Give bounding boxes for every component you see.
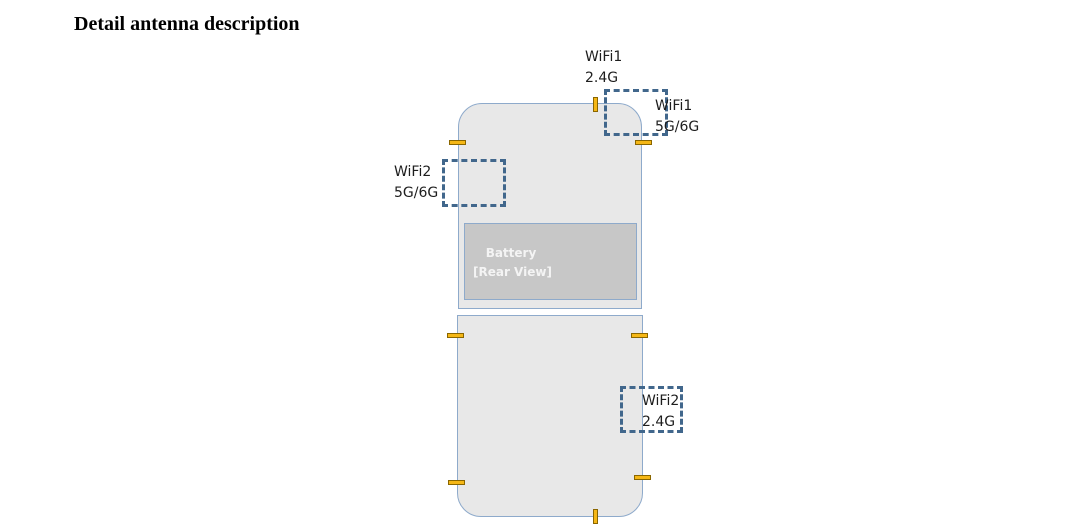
page-title: Detail antenna description <box>74 13 300 35</box>
connector-tab-bottom <box>593 509 598 524</box>
battery-label-title: Battery <box>485 246 537 260</box>
label-wifi2-5g6g: WiFi2 5G/6G <box>394 162 438 204</box>
label-wifi1-2.4g-band: 2.4G <box>585 70 619 86</box>
battery-label-view: [Rear View] <box>473 265 552 279</box>
label-wifi1-5g6g-band: 5G/6G <box>655 119 700 135</box>
label-wifi2-2.4g-band: 2.4G <box>642 414 676 430</box>
label-wifi2-5g6g-band: 5G/6G <box>394 185 439 201</box>
antenna-area-wifi2-5g6g <box>442 159 506 207</box>
label-wifi1-5g6g: WiFi1 5G/6G <box>655 96 699 138</box>
label-wifi1-5g6g-name: WiFi1 <box>655 98 693 114</box>
antenna-area-wifi2-2.4g <box>620 386 683 433</box>
label-wifi2-5g6g-name: WiFi2 <box>394 164 432 180</box>
battery-label: Battery [Rear View] <box>473 244 552 282</box>
connector-tab-top <box>593 97 598 112</box>
label-wifi2-2.4g-name: WiFi2 <box>642 393 680 409</box>
connector-tab-lower-left <box>448 480 465 485</box>
connector-tab-upper-right <box>635 140 652 145</box>
connector-tab-upper-left <box>449 140 466 145</box>
connector-tab-lower-right <box>634 475 651 480</box>
label-wifi2-2.4g: WiFi2 2.4G <box>642 391 679 433</box>
device-lower-half <box>457 315 643 517</box>
antenna-area-wifi1-5g6g <box>604 89 668 136</box>
label-wifi1-2.4g-name: WiFi1 <box>585 49 623 65</box>
label-wifi1-2.4g: WiFi1 2.4G <box>585 47 622 89</box>
connector-tab-mid-left <box>447 333 464 338</box>
battery-block: Battery [Rear View] <box>464 223 637 300</box>
connector-tab-mid-right <box>631 333 648 338</box>
